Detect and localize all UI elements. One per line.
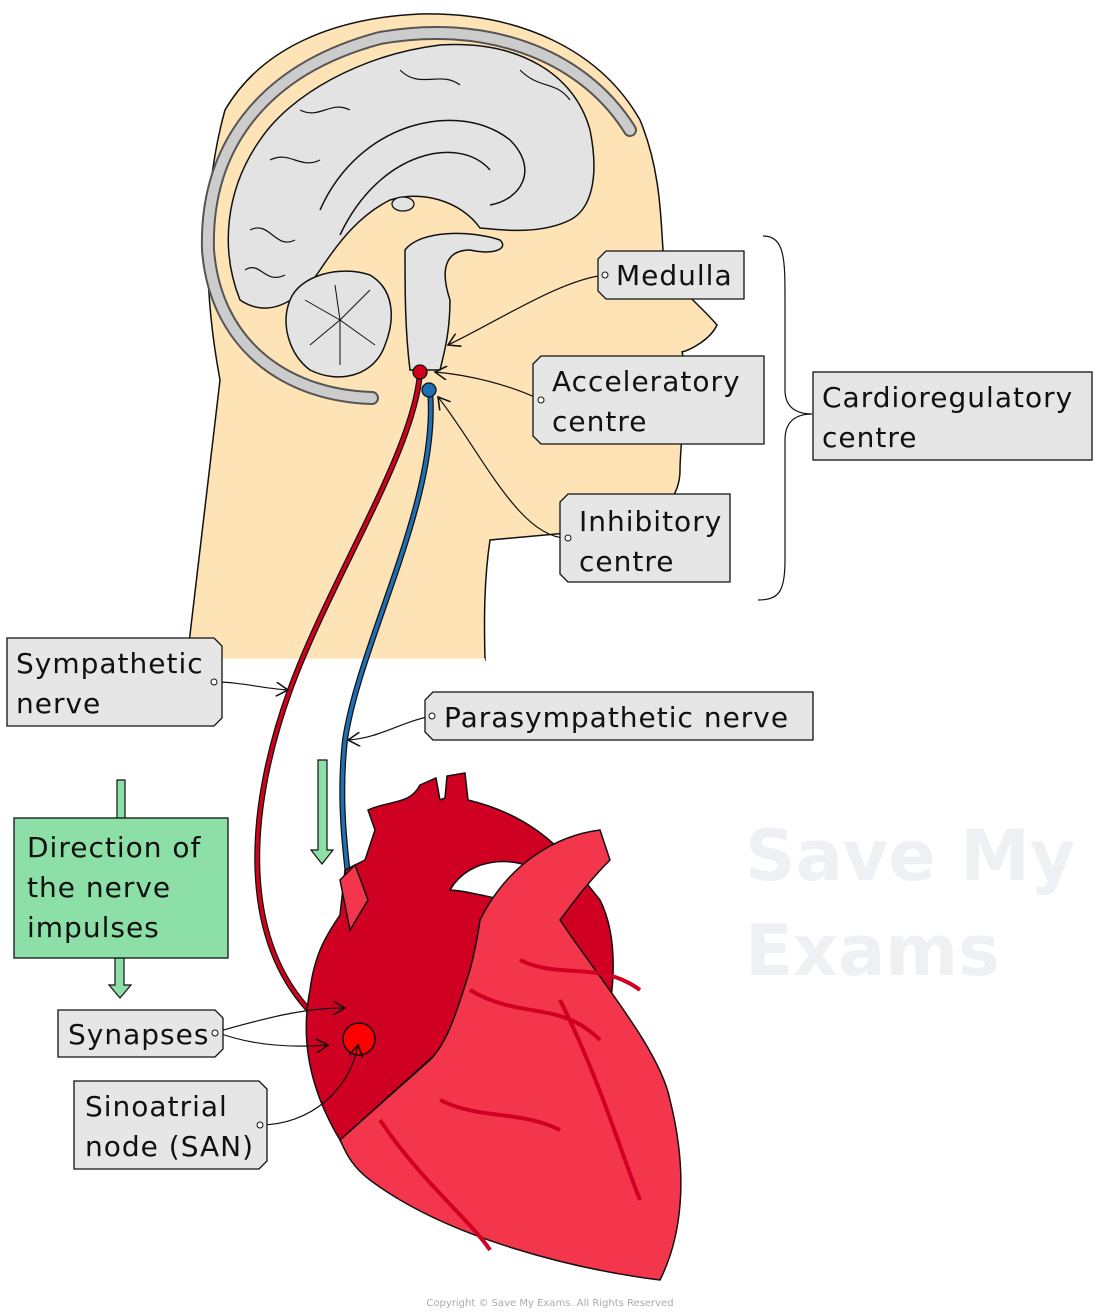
svg-text:Synapses: Synapses bbox=[68, 1018, 209, 1051]
label-sinoatrial-node: Sinoatrial node (SAN) bbox=[73, 1080, 268, 1170]
svg-text:Inhibitory: Inhibitory bbox=[579, 505, 722, 538]
arrow-down-icon bbox=[309, 759, 335, 865]
sinoatrial-node bbox=[342, 1022, 376, 1056]
label-parasympathetic-nerve: Parasympathetic nerve bbox=[424, 691, 814, 741]
svg-text:node (SAN): node (SAN) bbox=[85, 1130, 254, 1163]
arrow-down-icon bbox=[116, 779, 126, 821]
svg-text:Save My: Save My bbox=[745, 815, 1075, 897]
svg-text:centre: centre bbox=[822, 421, 917, 454]
label-sympathetic-nerve: Sympathetic nerve bbox=[6, 637, 223, 727]
watermark: Save My Exams bbox=[745, 815, 1075, 992]
svg-text:Sinoatrial: Sinoatrial bbox=[85, 1090, 228, 1123]
label-synapses: Synapses bbox=[57, 1009, 224, 1058]
arrow-down-icon bbox=[107, 957, 133, 999]
pointer-lines bbox=[214, 235, 813, 1126]
svg-text:impulses: impulses bbox=[27, 911, 160, 944]
heart bbox=[305, 772, 682, 1281]
svg-text:centre: centre bbox=[552, 405, 647, 438]
cerebellum bbox=[285, 270, 392, 378]
svg-text:Exams: Exams bbox=[745, 910, 1000, 992]
svg-text:Medulla: Medulla bbox=[616, 259, 733, 292]
acceleratory-centre-dot bbox=[412, 364, 428, 380]
label-medulla: Medulla bbox=[597, 250, 745, 300]
label-cardioregulatory-centre: Cardioregulatory centre bbox=[812, 371, 1093, 461]
cerebrum bbox=[227, 43, 595, 309]
svg-text:Sympathetic: Sympathetic bbox=[16, 647, 204, 680]
brainstem-medulla bbox=[404, 232, 504, 371]
svg-text:Direction of: Direction of bbox=[27, 831, 202, 864]
copyright: Copyright © Save My Exams. All Rights Re… bbox=[426, 1298, 673, 1309]
svg-text:the nerve: the nerve bbox=[27, 871, 171, 904]
svg-text:centre: centre bbox=[579, 545, 674, 578]
svg-text:Parasympathetic nerve: Parasympathetic nerve bbox=[444, 701, 789, 734]
label-inhibitory-centre: Inhibitory centre bbox=[559, 493, 731, 583]
svg-text:Cardioregulatory: Cardioregulatory bbox=[822, 381, 1073, 414]
label-acceleratory-centre: Acceleratory centre bbox=[532, 355, 765, 445]
svg-text:nerve: nerve bbox=[16, 687, 101, 720]
label-direction-of-nerve-impulses: Direction of the nerve impulses bbox=[13, 817, 229, 959]
svg-text:Acceleratory: Acceleratory bbox=[552, 365, 741, 398]
inhibitory-centre-dot bbox=[421, 382, 437, 398]
